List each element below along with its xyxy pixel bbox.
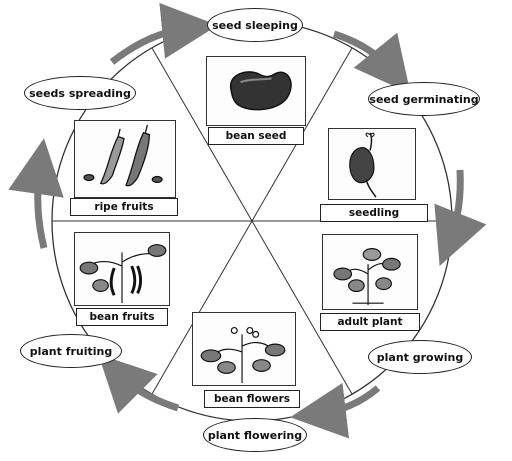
bean-flowers-icon <box>200 327 286 384</box>
stage-plant-fruiting: plant fruiting <box>20 334 122 368</box>
adult-plant-icon <box>333 248 401 306</box>
stage-seeds-spreading: seeds spreading <box>24 76 136 110</box>
picture-ripe-fruits <box>74 120 176 198</box>
picture-adult-plant <box>322 234 418 310</box>
stage-seed-sleeping: seed sleeping <box>207 8 303 42</box>
stage-plant-growing: plant growing <box>368 340 472 374</box>
label-adult-plant: adult plant <box>320 313 420 331</box>
picture-bean-fruits <box>74 232 170 306</box>
picture-seedling <box>328 128 416 200</box>
arrow-to-seed-germinating <box>332 30 411 94</box>
stage-plant-flowering: plant flowering <box>203 418 307 452</box>
arrow-to-seeds-spreading <box>8 138 64 249</box>
arrow-to-seed-sleeping <box>109 2 218 65</box>
label-bean-fruits: bean fruits <box>76 308 168 326</box>
spoke-diagonal-b <box>151 47 353 395</box>
label-bean-seed: bean seed <box>208 127 304 145</box>
arrow-to-adult-plant <box>434 169 487 267</box>
stage-seed-germinating: seed germinating <box>368 82 480 116</box>
label-bean-flowers: bean flowers <box>204 390 300 408</box>
label-seedling: seedling <box>320 204 428 222</box>
arrow-to-plant-fruiting <box>98 354 180 414</box>
seedling-icon <box>349 147 375 184</box>
picture-bean-seed <box>206 56 306 126</box>
arrow-to-plant-flowering <box>290 382 381 439</box>
picture-bean-flowers <box>192 312 296 386</box>
label-ripe-fruits: ripe fruits <box>70 198 178 216</box>
ripe-fruits-icon <box>83 124 163 187</box>
bean-seed-icon <box>230 71 292 111</box>
bean-fruits-icon <box>79 244 167 304</box>
